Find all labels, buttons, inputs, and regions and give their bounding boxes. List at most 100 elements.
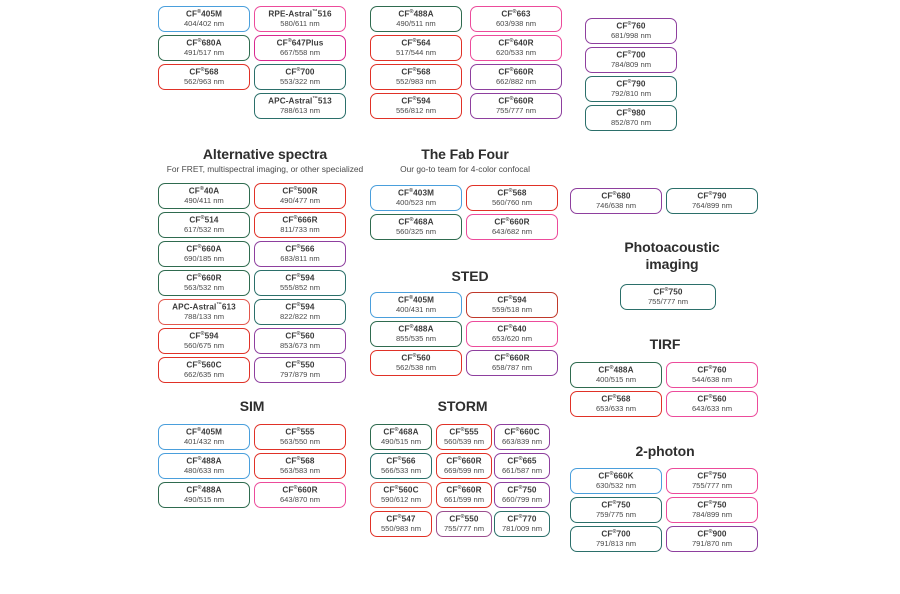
dye-name: CF®568 <box>401 66 431 77</box>
dye-spectra: 755/777 nm <box>443 523 485 533</box>
dye-name: CF®594 <box>497 294 527 305</box>
dye-name: CF®566 <box>386 455 416 466</box>
dye-name: CF®790 <box>697 190 727 201</box>
dye-name: CF®770 <box>507 513 537 524</box>
dye-spectra: 517/544 nm <box>395 47 437 57</box>
dye-spectra: 855/535 nm <box>395 333 437 343</box>
dye-name: CF®700 <box>601 528 631 539</box>
dye-spectra: 617/532 nm <box>183 224 225 234</box>
dye-spectra: 562/963 nm <box>183 76 225 86</box>
dye-spectra: 490/515 nm <box>380 436 422 446</box>
dye-spectra: 555/852 nm <box>279 282 321 292</box>
dye-name: CF®660A <box>186 243 222 254</box>
dye-spectra: 662/882 nm <box>495 76 537 86</box>
section-heading-fab-four: The Fab Four <box>421 146 509 162</box>
dye-name: CF®660R <box>282 484 318 495</box>
dye-spectra: 788/613 nm <box>279 105 321 115</box>
dye-name: CF®640 <box>497 323 527 334</box>
dye-name: CF®564 <box>401 37 431 48</box>
dye-name: CF®760 <box>616 20 646 31</box>
dye-name: CF®560C <box>186 359 222 370</box>
section-heading-photoacoustic-line1: Photoacoustic <box>624 239 720 255</box>
dye-spectra: 853/673 nm <box>279 340 321 350</box>
dye-spectra: 662/635 nm <box>183 369 225 379</box>
dye-spectra: 661/599 nm <box>443 494 485 504</box>
